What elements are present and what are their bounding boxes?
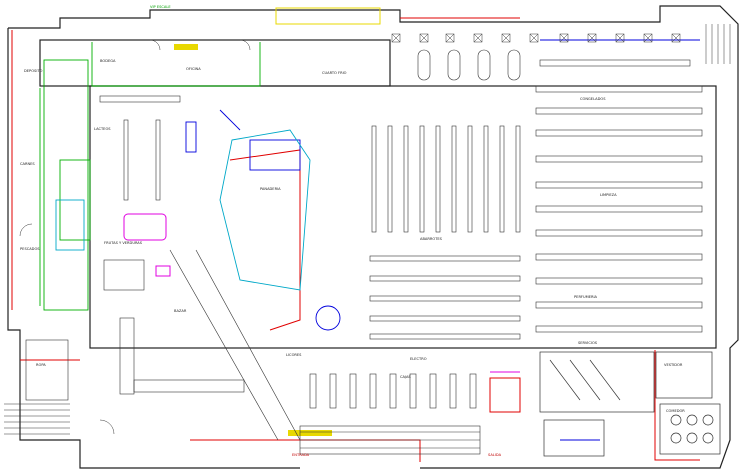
stair-hatch — [705, 24, 731, 64]
label-salida: SALIDA — [488, 453, 502, 457]
door-swings — [19, 39, 251, 435]
center-gondolas — [369, 125, 521, 340]
blue-lines — [185, 39, 700, 441]
ceiling-diffusers-top — [391, 33, 681, 43]
checkout-lanes — [299, 373, 481, 455]
magenta-elements — [123, 213, 520, 373]
label-electro: ELECTRO — [410, 357, 427, 361]
label-comedor: COMEDOR — [666, 409, 685, 413]
label-entrada: ENTRADA — [292, 453, 310, 457]
label-cajas: CAJAS — [400, 375, 411, 379]
label-ropa: ROPA — [36, 363, 46, 367]
yellow-elements — [174, 7, 381, 436]
label-pescados: PESCADOS — [20, 247, 40, 251]
label-carnes: CARNES — [20, 162, 35, 166]
oval-displays — [417, 49, 521, 81]
label-cuarto-frio: CUARTO FRIO — [322, 71, 347, 75]
label-lacteos: LACTEOS — [94, 127, 111, 131]
label-frutas: FRUTAS Y VERDURAS — [104, 241, 143, 245]
cyan-lines — [55, 129, 311, 291]
label-deposito: DEPOSITO — [24, 69, 43, 73]
label-bazar: BAZAR — [174, 309, 187, 313]
label-top-entrance: VIP ESCALE — [150, 5, 171, 9]
label-servicios: SERVICIOS — [578, 341, 598, 345]
label-perfumeria: PERFUMERIA — [574, 295, 598, 299]
label-oficina: OFICINA — [186, 67, 201, 71]
right-gondolas — [535, 59, 703, 333]
left-fixtures — [25, 95, 301, 441]
label-limpieza: LIMPIEZA — [600, 193, 617, 197]
stair-hatch-left — [4, 403, 70, 435]
label-vestidor: VESTIDOR — [664, 363, 683, 367]
room-labels: VIP ESCALE CAJAS OFICINA BODEGA LACTEOS … — [20, 5, 685, 457]
service-rooms — [539, 351, 721, 457]
label-licores: LICORES — [286, 353, 302, 357]
label-bodega: BODEGA — [100, 59, 116, 63]
label-abarrotes: ABARROTES — [420, 237, 443, 241]
label-congelados: CONGELADOS — [580, 97, 606, 101]
label-panaderia: PANADERIA — [260, 187, 281, 191]
